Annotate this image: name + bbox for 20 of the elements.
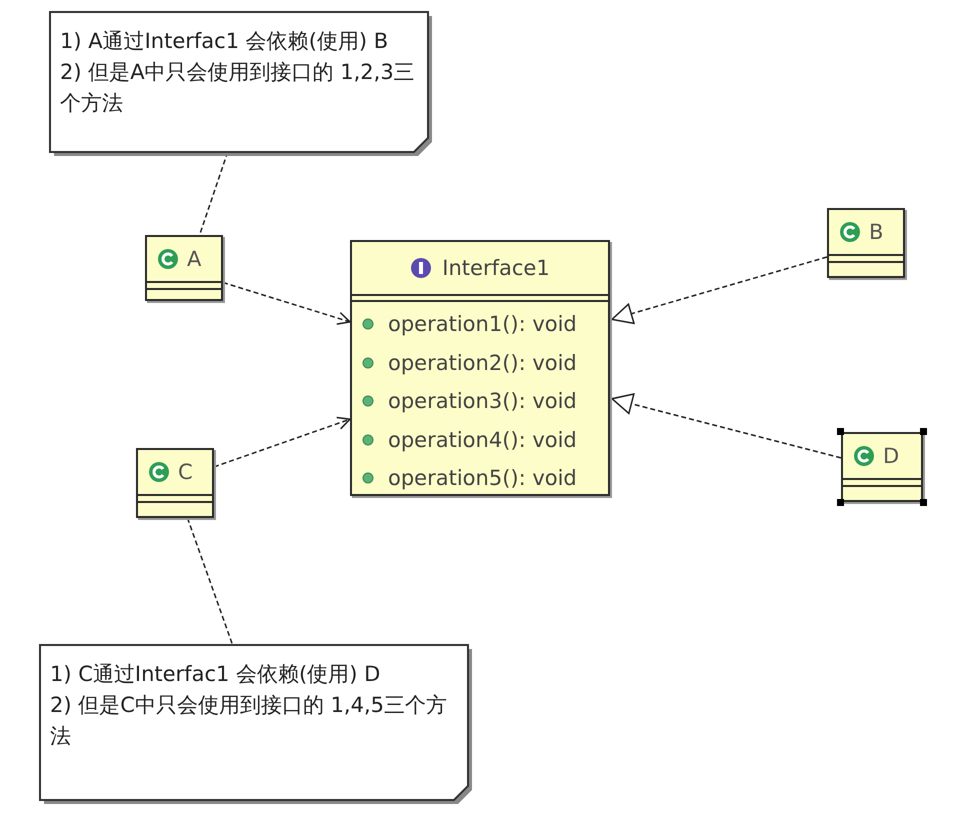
method-name: operation3(): void <box>388 389 577 414</box>
interface-box <box>350 240 610 496</box>
class-name: B <box>869 220 884 244</box>
method-name: operation4(): void <box>388 428 577 452</box>
realization-arrow <box>611 393 842 459</box>
dependency-arrow <box>214 416 351 468</box>
class-name: C <box>178 460 193 484</box>
class-box <box>841 432 923 502</box>
method-name: operation5(): void <box>388 466 577 490</box>
method-name: operation1(): void <box>388 312 577 336</box>
realization-arrow <box>611 256 828 324</box>
interface-name: Interface1 <box>442 256 550 280</box>
class-box <box>136 448 214 518</box>
method-name: operation2(): void <box>388 350 577 375</box>
dashed-line <box>186 518 234 646</box>
class-name: D <box>883 444 900 468</box>
dependency-arrow <box>222 282 351 325</box>
class-box <box>145 235 223 301</box>
class-box <box>827 208 905 278</box>
class-name: A <box>187 247 202 271</box>
